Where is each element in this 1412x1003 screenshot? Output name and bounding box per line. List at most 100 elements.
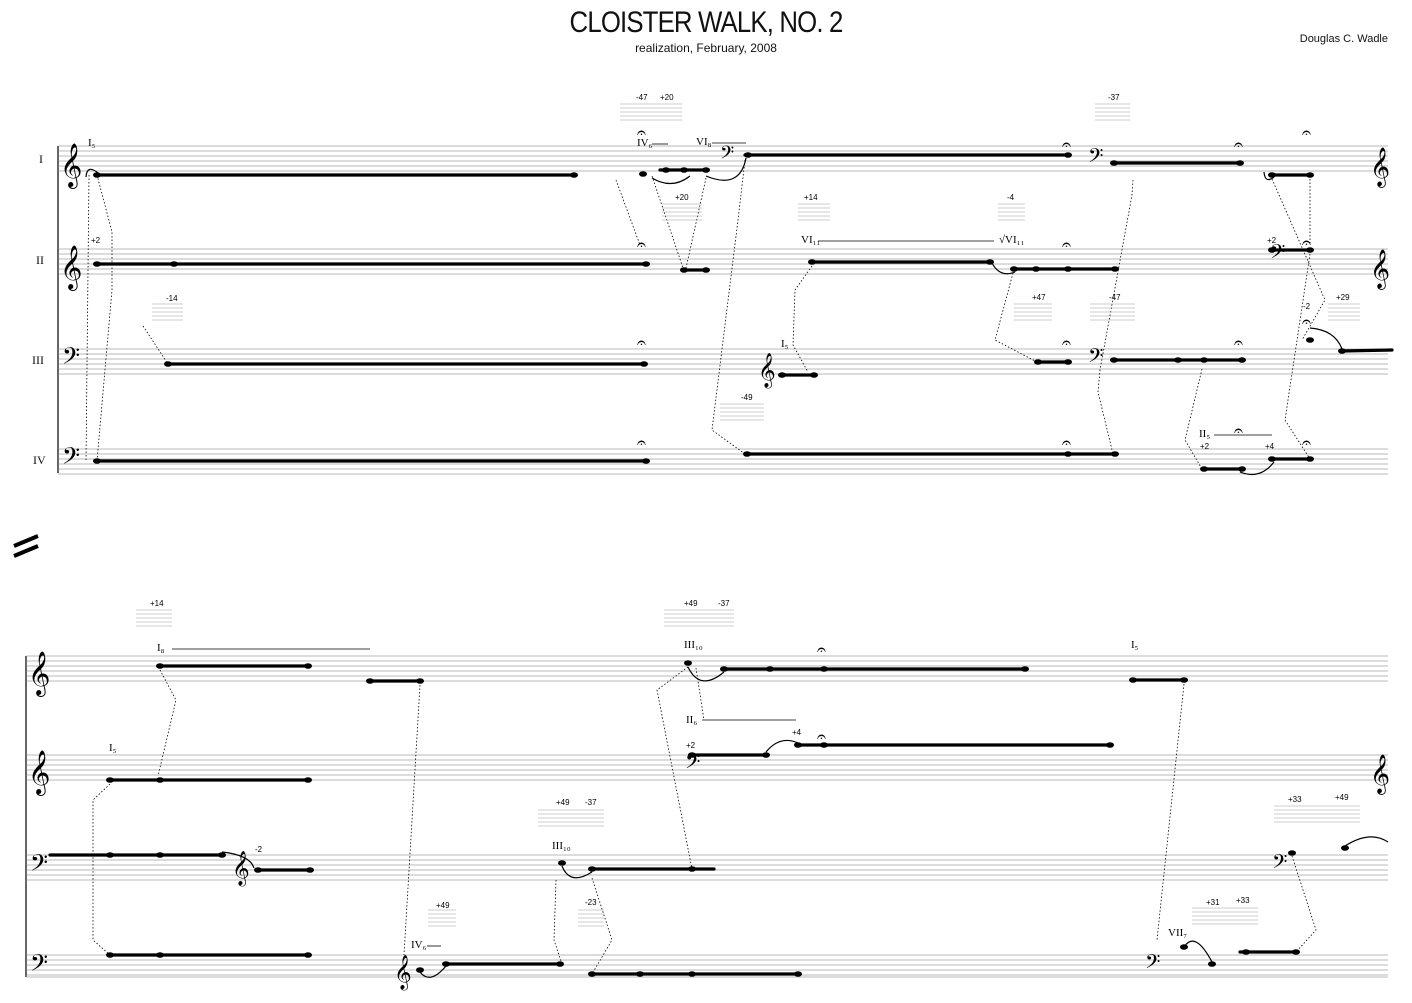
treble-clef-icon: 𝄞 [394, 955, 412, 991]
noteheads [106, 660, 1349, 977]
fermata-icon: 𝄐 [637, 237, 646, 254]
system-1: 𝄞 𝄞 𝄢 𝄢 𝄞 𝄞 𝄢 𝄢 𝄢 𝄞 𝄢 [57, 93, 1394, 475]
cent-deviations: +14 +49 -37 +2 +4 -2 +49 -37 +49 -23 +33… [150, 599, 1349, 910]
fermata-icon: 𝄐 [637, 435, 646, 452]
staff-1-i [58, 145, 1388, 172]
staff-label-i: I [39, 152, 43, 166]
cent-mark: +20 [660, 93, 674, 102]
fermata-icon: 𝄐 [1062, 237, 1071, 254]
cent-mark: +4 [1265, 442, 1275, 451]
string-mark: √VI₁₁ [999, 234, 1024, 246]
string-mark: IV₆ [411, 939, 427, 951]
reference-staves [152, 103, 1360, 421]
fermata-icon: 𝄐 [1302, 314, 1311, 331]
string-indications: I₅ IV₆ VI₈ VI₁₁ √VI₁₁ I₅ II₅ [88, 136, 1272, 440]
voice-leading-lines [92, 666, 1317, 975]
bass-clef-icon: 𝄢 [62, 444, 80, 475]
cent-mark: -47 [636, 93, 648, 102]
sustain-lines [95, 153, 1394, 471]
fermata-icon: 𝄐 [1302, 125, 1311, 142]
cent-mark: +4 [792, 728, 802, 737]
string-mark: I₈ [157, 642, 165, 654]
fermata-icon: 𝄐 [637, 125, 646, 142]
sustain-lines [48, 664, 1298, 976]
slash-break-icon [13, 534, 39, 548]
cent-mark: -37 [718, 599, 730, 608]
fermata-icon: 𝄐 [1234, 423, 1243, 440]
cent-mark: +14 [150, 599, 164, 608]
cent-mark: +49 [436, 901, 450, 910]
staff-label-ii: II [36, 253, 44, 267]
fermata-icon: 𝄐 [1062, 335, 1071, 352]
cent-mark: +49 [1335, 793, 1349, 802]
string-mark: VI₁₁ [801, 234, 820, 246]
fermata-icon: 𝄐 [637, 335, 646, 352]
fermata-icon: 𝄐 [1302, 435, 1311, 452]
fermata-icon: 𝄐 [817, 642, 826, 659]
bass-clef-icon: 𝄢 [62, 344, 80, 375]
cent-mark: +49 [684, 599, 698, 608]
cent-mark: -23 [585, 898, 597, 907]
fermata-icon: 𝄐 [1234, 137, 1243, 154]
treble-clef-icon: 𝄞 [60, 144, 82, 189]
noteheads [93, 152, 1346, 472]
cent-mark: -2 [1303, 302, 1311, 311]
bass-clef-icon: 𝄢 [1088, 146, 1103, 172]
string-mark: II₆ [686, 714, 697, 726]
staff-2-i [26, 655, 1388, 682]
string-mark: I₅ [1131, 639, 1139, 651]
composer-name: Douglas C. Wadle [1299, 33, 1388, 45]
cent-mark: +20 [675, 193, 689, 202]
string-mark: III₁₀ [684, 639, 703, 651]
bass-clef-icon: 𝄢 [30, 951, 48, 982]
treble-clef-icon: 𝄞 [1370, 250, 1390, 290]
string-mark: I₅ [781, 338, 789, 350]
cent-mark: +2 [686, 741, 696, 750]
cent-deviations: -47 +20 -37 +20 +14 -4 +2 -14 +47 -47 +2… [91, 93, 1350, 451]
bass-clef-icon: 𝄢 [1088, 346, 1103, 372]
reference-staves [136, 609, 1360, 927]
staff-1-iv [58, 448, 1388, 475]
staff-1-ii [58, 248, 1388, 275]
string-mark: IV₆ [637, 137, 653, 149]
cent-mark: +2 [1200, 442, 1210, 451]
cent-mark: -37 [585, 798, 597, 807]
bass-clef-icon: 𝄢 [1272, 852, 1287, 878]
page-subtitle: realization, February, 2008 [635, 41, 777, 55]
cent-mark: +2 [1267, 236, 1277, 245]
treble-clef-icon: 𝄞 [60, 246, 82, 291]
string-indications: I₈ I₅ III₁₀ II₆ I₅ III₁₀ IV₆ VII₇ [109, 639, 1187, 951]
string-mark: VI₈ [696, 136, 712, 148]
cent-mark: +33 [1288, 795, 1302, 804]
cent-mark: -4 [1007, 193, 1015, 202]
cent-mark: -49 [741, 393, 753, 402]
system-2: 𝄞 𝄞 𝄢 𝄢 𝄞 𝄢 𝄞 𝄞 𝄢 𝄢 [25, 599, 1390, 991]
slurs [221, 666, 1389, 978]
cent-mark: -2 [255, 845, 263, 854]
string-mark: II₅ [1199, 428, 1210, 440]
treble-clef-icon: 𝄞 [28, 652, 50, 697]
fermata-icon: 𝄐 [1062, 137, 1071, 154]
fermata-icon: 𝄐 [817, 729, 826, 746]
string-mark: I₅ [88, 137, 96, 149]
cent-mark: +29 [1336, 293, 1350, 302]
fermata-marks: 𝄐 𝄐 𝄐 𝄐 𝄐 𝄐 𝄐 𝄐 𝄐 𝄐 𝄐 𝄐 𝄐 𝄐 𝄐 [637, 125, 1311, 452]
string-mark: III₁₀ [552, 840, 571, 852]
bass-clef-icon: 𝄢 [1270, 242, 1285, 268]
string-mark: I₅ [109, 742, 117, 754]
treble-clef-icon: 𝄞 [758, 353, 776, 389]
fermata-icon: 𝄐 [1302, 235, 1311, 252]
fermata-marks: 𝄐 𝄐 [817, 642, 826, 746]
bass-clef-icon: 𝄢 [30, 851, 48, 882]
treble-clef-icon: 𝄞 [1370, 148, 1390, 188]
cent-mark: +31 [1206, 898, 1220, 907]
cent-mark: +33 [1236, 896, 1250, 905]
staff-2-ii [26, 754, 1388, 781]
cent-mark: +47 [1032, 293, 1046, 302]
cent-mark: -14 [166, 294, 178, 303]
page-title: CLOISTER WALK, NO. 2 [569, 6, 844, 39]
treble-clef-icon: 𝄞 [1370, 755, 1390, 795]
fermata-icon: 𝄐 [1234, 335, 1243, 352]
cent-mark: +49 [556, 798, 570, 807]
